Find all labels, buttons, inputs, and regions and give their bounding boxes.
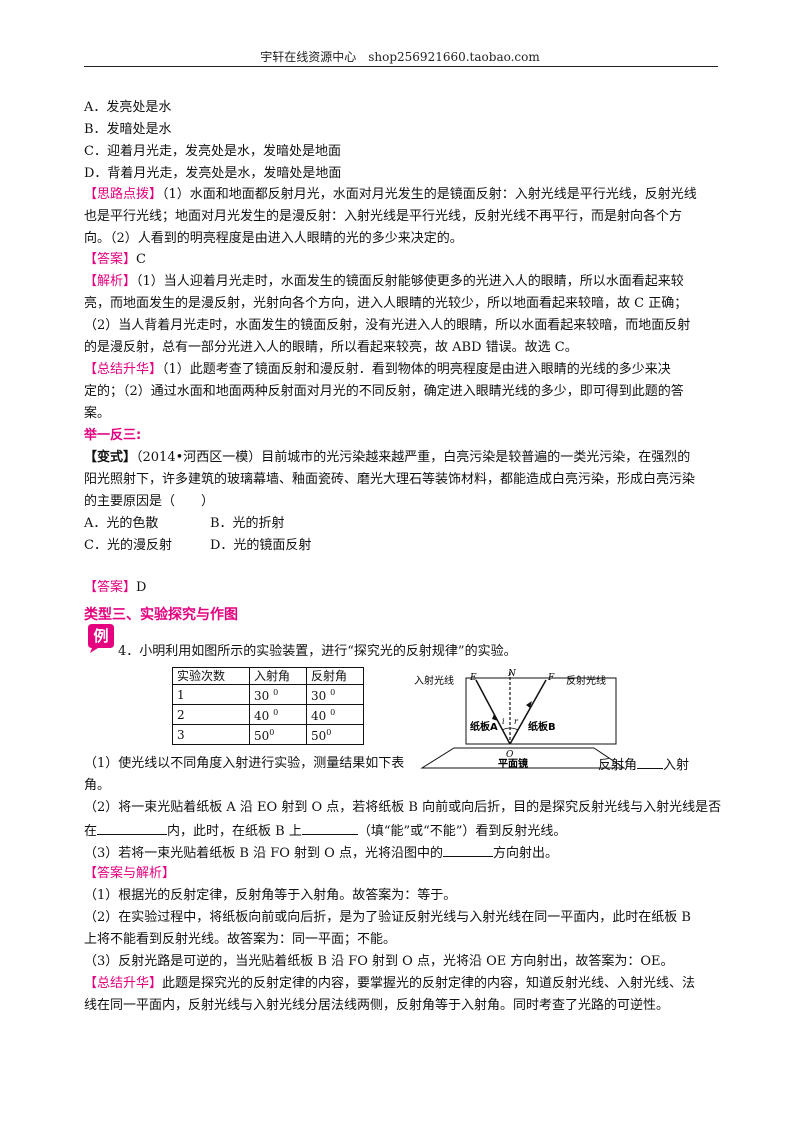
summary-1-line-1: 【总结升华】（1）此题考查了镜面反射和漫反射．看到物体的明亮程度是由进入眼睛的光…: [84, 360, 671, 380]
summary-2-line-2: 线在同一平面内，反射光线与入射光线分居法线两侧，反射角等于入射角。同时考查了光路…: [84, 998, 670, 1013]
summary-1-line-2: 定的；（2）通过水面和地面两种反射面对月光的不同反射，确定进入眼睛光线的多少，即…: [84, 384, 684, 399]
summary-1-line-3: 案。: [84, 406, 111, 421]
table-cell: 1: [172, 684, 250, 705]
summary-1-tag: 【总结升华】: [84, 362, 163, 377]
question-intro: 4．小明利用如图所示的实验装置，进行“探究光的反射规律”的实验。: [118, 644, 517, 659]
reflected-label: 反射光线: [566, 674, 606, 687]
question-2-text-a: 在: [84, 824, 98, 839]
practice-option-a: A．光的色散: [84, 516, 159, 531]
practice-text-1: （2014•河西区一模）目前城市的光污染越来越严重，白亮污染是较普遍的一类光污染…: [136, 450, 691, 465]
table-cell: 2: [172, 704, 250, 725]
analysis-line-3: 向。（2）人看到的明亮程度是由进入人眼睛的光的多少来决定的。: [84, 231, 463, 246]
summary-2-text-1: 此题是探究光的反射定律的内容，要掌握光的反射定律的内容，知道反射光线、入射光线、…: [162, 976, 696, 991]
reflection-diagram: 入射光线 反射光线 E N F i r 纸板A 纸板B O 平面镜: [414, 669, 626, 770]
table-cell: 500: [306, 724, 364, 745]
table-header: 入射角: [249, 667, 307, 685]
analysis-text-1: （1）水面和地面都反射月光，水面对月光发生的是镜面反射：入射光线是平行光线，反射…: [162, 187, 697, 202]
analysis-line-2: 也是平行光线；地面对月光发生的是漫反射：入射光线是平行光线，反射光线不再平行，而…: [84, 209, 683, 224]
point-e-label: E: [469, 673, 477, 683]
question-3-text-a: （3）若将一束光贴着纸板 B 沿 FO 射到 O 点，光将沿图中的: [84, 846, 443, 861]
option-d: D．背着月光走，发亮处是水，发暗处是地面: [84, 166, 342, 181]
explain-text-1: （1）当人迎着月光走时，水面发生的镜面反射能够使更多的光进入人的眼睛，所以水面看…: [136, 274, 684, 289]
solution-tag: 【答案与解析】: [84, 866, 176, 881]
explain-line-2: 亮，而地面发生的是漫反射，光射向各个方向，进入人眼睛的光较少，所以地面看起来较暗…: [84, 296, 688, 311]
option-a: A．发亮处是水: [84, 100, 172, 115]
table-cell: 30 0: [306, 684, 364, 705]
summary-2-tag: 【总结升华】: [84, 976, 163, 991]
practice-line-1: 【变式】（2014•河西区一模）目前城市的光污染越来越严重，白亮污染是较普遍的一…: [84, 448, 690, 468]
practice-line-3: 的主要原因是（ ）: [84, 494, 215, 509]
solution-line-1: （1）根据光的反射定律，反射角等于入射角。故答案为：等于。: [84, 888, 457, 903]
table-cell: 30 0: [249, 684, 307, 705]
header-rule: [84, 66, 718, 67]
question-3-line: （3）若将一束光贴着纸板 B 沿 FO 射到 O 点，光将沿图中的 方向射出。: [84, 842, 558, 864]
answer-blank[interactable]: [97, 820, 168, 835]
angle-i-label: i: [502, 717, 505, 726]
table-header: 反射角: [306, 667, 364, 685]
answer-2: 【答案】D: [84, 578, 146, 598]
solution-line-3: 上将不能看到反射光线。故答案为：同一平面；不能。: [84, 932, 397, 947]
question-1-blank-line: 反射角 入射: [598, 754, 689, 776]
explain-line-1: 【解析】（1）当人迎着月光走时，水面发生的镜面反射能够使更多的光进入人的眼睛，所…: [84, 272, 684, 292]
answer-2-tag: 【答案】: [84, 580, 137, 595]
table-header: 实验次数: [172, 667, 250, 685]
table-cell: 40 0: [306, 704, 364, 725]
practice-option-d: D．光的镜面反射: [210, 538, 312, 553]
angle-r-label: r: [514, 717, 519, 726]
table-header-row: 实验次数 入射角 反射角: [172, 667, 364, 685]
practice-tag: 【变式】: [84, 450, 137, 465]
question-2-line-1: （2）将一束光贴着纸板 A 沿 EO 射到 O 点，若将纸板 B 向前或向后折，…: [84, 800, 722, 815]
analysis-tag: 【思路点拨】: [84, 187, 163, 202]
question-2-line-2: 在 内，此时，在纸板 B 上 （填“能”或“不能”）看到反射光线。: [84, 820, 566, 842]
question-1-mid: 反射角: [598, 758, 638, 773]
page-header: 宇轩在线资源中心 shop256921660.taobao.com: [260, 50, 540, 64]
point-n-label: N: [507, 669, 517, 679]
summary-2-line-1: 【总结升华】此题是探究光的反射定律的内容，要掌握光的反射定律的内容，知道反射光线…: [84, 974, 695, 994]
solution-line-2: （2）在实验过程中，将纸板向前或向后折，是为了验证反射光线与入射光线在同一平面内…: [84, 910, 691, 925]
practice-option-b: B．光的折射: [210, 516, 285, 531]
table-row: 3 500 500: [172, 724, 364, 745]
mirror-label: 平面镜: [498, 757, 528, 770]
question-1-text: （1）使光线以不同角度入射进行实验，测量结果如下表: [84, 756, 405, 771]
explain-line-3: （2）当人背着月光走时，水面发生的镜面反射，没有光进入人的眼睛，所以水面看起来较…: [84, 318, 691, 333]
question-3-text-b: 方向射出。: [492, 846, 558, 861]
section-title: 类型三、实验探究与作图: [84, 607, 238, 623]
practice-line-2: 阳光照射下，许多建筑的玻璃幕墙、釉面瓷砖、磨光大理石等装饰材料，都能造成白亮污染…: [84, 472, 696, 487]
answer-1-tag: 【答案】: [84, 252, 137, 267]
explain-line-4: 的是漫反射，总有一部分光进入人的眼睛，所以看起来较亮，故 ABD 错误。故选 C…: [84, 340, 578, 355]
option-b: B．发暗处是水: [84, 122, 172, 137]
summary-1-text-1: （1）此题考查了镜面反射和漫反射．看到物体的明亮程度是由进入眼睛的光线的多少来决: [162, 362, 671, 377]
board-a-label: 纸板A: [470, 720, 498, 733]
answer-2-value: D: [136, 580, 147, 595]
table-row: 1 30 0 30 0: [172, 684, 364, 705]
experiment-table: 实验次数 入射角 反射角 1 30 0 30 0 2 40 0 40 0 3 5…: [172, 667, 364, 745]
table-cell: 3: [172, 724, 250, 745]
example-badge-icon: 例: [88, 624, 114, 653]
table-cell: 40 0: [249, 704, 307, 725]
point-o-label: O: [506, 750, 514, 760]
question-1-line-1: （1）使光线以不同角度入射进行实验，测量结果如下表: [84, 754, 404, 774]
point-f-label: F: [547, 673, 555, 683]
answer-blank[interactable]: [301, 820, 358, 835]
board-b-label: 纸板B: [528, 720, 556, 733]
answer-blank[interactable]: [637, 754, 664, 769]
question-2-text-b: 内，此时，在纸板 B 上: [167, 824, 302, 839]
answer-blank[interactable]: [442, 842, 493, 857]
incident-label: 入射光线: [414, 674, 454, 687]
table-row: 2 40 0 40 0: [172, 704, 364, 725]
solution-line-4: （3）反射光路是可逆的，当光贴着纸板 B 沿 FO 射到 O 点，光将沿 OE …: [84, 954, 674, 969]
question-1-line-2: 角。: [84, 778, 111, 793]
question-1-end: 入射: [663, 758, 690, 773]
answer-1-value: C: [136, 252, 146, 267]
practice-heading: 举一反三:: [84, 428, 142, 443]
option-c: C．迎着月光走，发亮处是水，发暗处是地面: [84, 144, 341, 159]
table-cell: 500: [249, 724, 307, 745]
question-2-text-c: （填“能”或“不能”）看到反射光线。: [357, 824, 567, 839]
analysis-line-1: 【思路点拨】（1）水面和地面都反射月光，水面对月光发生的是镜面反射：入射光线是平…: [84, 185, 697, 205]
answer-1: 【答案】C: [84, 250, 146, 270]
practice-option-c: C．光的漫反射: [84, 538, 172, 553]
badge-label: 例: [93, 627, 108, 645]
explain-tag: 【解析】: [84, 274, 137, 289]
